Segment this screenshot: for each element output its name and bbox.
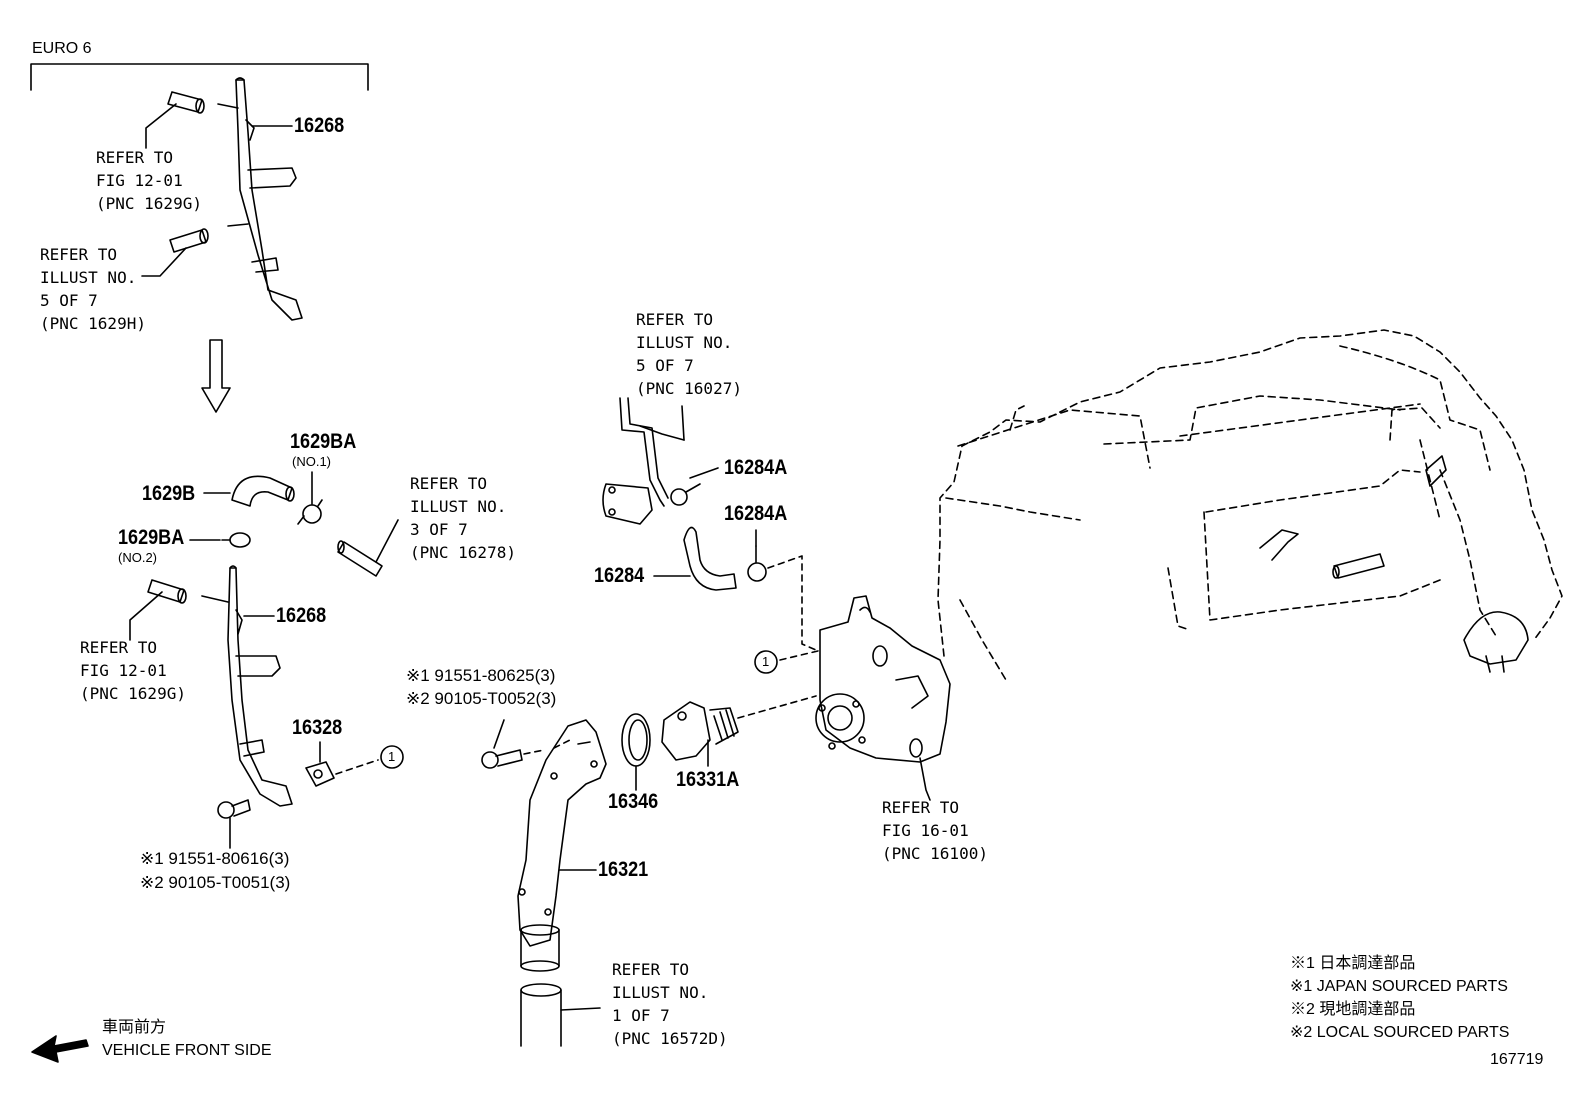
- clip-16328: [305, 761, 335, 787]
- hose-1629B: [231, 475, 295, 507]
- hose-top-1: [167, 91, 205, 114]
- pipe-16027-bracket: [602, 397, 685, 525]
- thermostat-16331A: [661, 701, 739, 761]
- part-sub-no1: (NO.1): [292, 454, 331, 469]
- part-number-16331A: 16331A: [676, 768, 740, 791]
- refer-fig16: REFER TO FIG 16-01 (PNC 16100): [882, 798, 988, 863]
- leader-fig16: [919, 757, 931, 801]
- leader-illust3: [375, 519, 399, 563]
- euro6-bracket: [30, 63, 369, 91]
- part-number-16346: 16346: [608, 790, 659, 813]
- variant-label: EURO 6: [32, 40, 92, 57]
- down-arrow: [201, 339, 231, 413]
- part-number-16268-top: 16268: [294, 114, 345, 137]
- water-inlet-16321: [517, 719, 607, 972]
- part-number-1629BA-no1: 1629BA: [290, 430, 357, 453]
- legend-line-4: ※2 LOCAL SOURCED PARTS: [1290, 1024, 1510, 1041]
- figure-number: 167719: [1490, 1051, 1544, 1068]
- engine-outline: [937, 329, 1563, 681]
- part-number-16284A-2: 16284A: [724, 502, 788, 525]
- leader-fig12-low: [129, 591, 163, 641]
- callout-number-left: 1: [388, 749, 396, 764]
- water-pump-housing: [815, 595, 951, 763]
- direction-jp: 車両前方: [102, 1019, 167, 1036]
- clamp-1629BA-1: [297, 499, 323, 525]
- dash-inlet-pump: [553, 739, 571, 749]
- refer-illust1: REFER TO ILLUST NO. 1 OF 7 (PNC 16572D): [612, 960, 728, 1048]
- part-number-1629BA-no2: 1629BA: [118, 526, 185, 549]
- leader-16284A-1: [689, 467, 719, 479]
- part-number-1629B: 1629B: [142, 482, 196, 505]
- leader-illust1: [560, 1007, 601, 1011]
- part-number-16268-lower: 16268: [276, 604, 327, 627]
- bolt-upper-code-2: ※2 90105-T0052(3): [406, 689, 557, 708]
- bolt-lower-code-2: ※2 90105-T0051(3): [140, 873, 291, 892]
- bolt-lower-code-1: ※1 91551-80616(3): [140, 849, 290, 868]
- part-number-16328: 16328: [292, 716, 343, 739]
- hose-16284: [683, 526, 737, 591]
- leader-bolt-upper: [493, 719, 505, 749]
- direction-en: VEHICLE FRONT SIDE: [102, 1042, 272, 1059]
- dash-16328: [335, 759, 379, 775]
- refer-fig12-low: REFER TO FIG 12-01 (PNC 1629G): [80, 638, 186, 703]
- bolt-upper-code-1: ※1 91551-80625(3): [406, 666, 556, 685]
- callout-circle-right: [754, 650, 778, 674]
- pipe-16268-lower: [201, 565, 293, 807]
- bolt-lower-left: [217, 799, 251, 819]
- clamp-16284A-2: [747, 545, 767, 582]
- legend-line-1: ※1 日本調達部品: [1290, 955, 1416, 972]
- engine-details: [1259, 455, 1529, 673]
- dash-callout-right: [779, 649, 823, 661]
- leader-illust5-mid: [681, 405, 685, 441]
- leader-fig12-top: [145, 103, 177, 149]
- refer-illust5-mid: REFER TO ILLUST NO. 5 OF 7 (PNC 16027): [636, 310, 742, 398]
- clamp-1629BA-2: [221, 532, 251, 548]
- bolt-upper: [481, 749, 523, 769]
- callout-circle-left: [380, 745, 404, 769]
- legend-line-3: ※2 現地調達部品: [1290, 1001, 1416, 1018]
- refer-fig12-top: REFER TO FIG 12-01 (PNC 1629G): [96, 148, 202, 213]
- dash-bolt-upper: [523, 749, 545, 755]
- part-number-16321: 16321: [598, 858, 649, 881]
- callout-number-right: 1: [762, 654, 770, 669]
- part-sub-no2: (NO.2): [118, 550, 157, 565]
- refer-illust3: REFER TO ILLUST NO. 3 OF 7 (PNC 16278): [410, 474, 516, 562]
- dash-16284A: [767, 555, 817, 651]
- legend-line-2: ※1 JAPAN SOURCED PARTS: [1290, 978, 1508, 995]
- dash-thermostat: [737, 695, 817, 719]
- hose-lower-1: [147, 579, 187, 604]
- hose-16278: [337, 540, 383, 577]
- leader-illust5-top: [141, 247, 187, 277]
- clamp-16284A-1: [670, 483, 701, 506]
- part-number-16284A-1: 16284A: [724, 456, 788, 479]
- pipe-16268-top: [217, 77, 303, 321]
- part-number-16284: 16284: [594, 564, 645, 587]
- hose-16572D: [520, 983, 562, 1047]
- front-arrow: [31, 1035, 89, 1063]
- hose-top-2: [169, 228, 209, 253]
- refer-illust5-top: REFER TO ILLUST NO. 5 OF 7 (PNC 1629H): [40, 245, 146, 333]
- gasket-16346: [621, 713, 651, 767]
